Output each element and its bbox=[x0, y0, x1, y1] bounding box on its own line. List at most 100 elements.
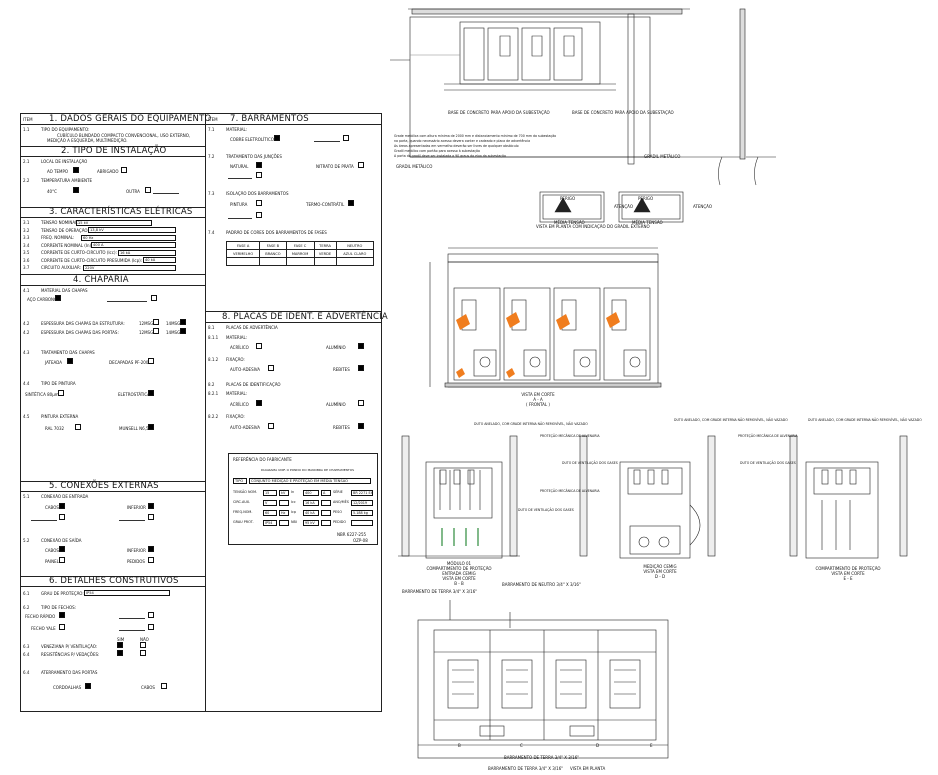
checkbox-cobre[interactable] bbox=[274, 135, 280, 141]
sign-text: ATENÇÃO bbox=[614, 204, 633, 209]
checkbox-isolacao-other[interactable] bbox=[256, 212, 262, 218]
plate-cell: 15 bbox=[263, 490, 277, 496]
checkbox-sintetica[interactable] bbox=[58, 390, 64, 396]
checkbox-natural[interactable] bbox=[256, 162, 262, 168]
checkbox-cordoalhas[interactable] bbox=[85, 683, 91, 689]
phase-color: VERDE bbox=[313, 249, 337, 258]
field-label: TRATAMENTO DAS JUNÇÕES bbox=[226, 154, 282, 159]
checkbox-cabos-aterramento[interactable] bbox=[161, 683, 167, 689]
view-label: COMPARTIMENTO DE PROTEÇÃO bbox=[815, 566, 881, 571]
checkbox-munsell[interactable] bbox=[148, 424, 154, 430]
checkbox-veneziana-nao[interactable] bbox=[140, 642, 146, 648]
checkbox-resistencias-sim[interactable] bbox=[117, 650, 123, 656]
checkbox-rebites-id[interactable] bbox=[358, 423, 364, 429]
checkbox-fecho-yale[interactable] bbox=[59, 624, 65, 630]
item-number: 3.4 bbox=[23, 242, 30, 248]
checkbox-inferior-entrada[interactable] bbox=[148, 503, 154, 509]
plate-cell: 60 bbox=[263, 510, 277, 516]
checkbox-resistencias-nao[interactable] bbox=[140, 650, 146, 656]
checkbox-inferior-saida[interactable] bbox=[148, 546, 154, 552]
checkbox-fecho-rapido[interactable] bbox=[59, 612, 65, 618]
option-label: AUTO-ADESIVA bbox=[230, 367, 261, 372]
checkbox-acrilico-id[interactable] bbox=[256, 400, 262, 406]
electrical-value-field[interactable]: 40 kA bbox=[143, 257, 176, 263]
note-line: A porta do gradil deve ser instalada a 9… bbox=[394, 154, 506, 158]
option-label: NITRATO DE PRATA bbox=[316, 164, 354, 169]
checkbox-ao-tempo[interactable] bbox=[73, 167, 79, 173]
checkbox-abrigado[interactable] bbox=[121, 167, 127, 173]
checkbox-other-entrada-2[interactable] bbox=[148, 514, 154, 520]
checkbox-termo-contratil[interactable] bbox=[348, 200, 354, 206]
electrical-value-field[interactable]: 15 kV bbox=[76, 219, 152, 226]
checkbox-cabos-saida[interactable] bbox=[59, 546, 65, 552]
grau-protecao-field[interactable]: IP54 bbox=[84, 590, 170, 596]
note-label: DUTO DE VENTILAÇÃO DOS GASES bbox=[562, 461, 618, 465]
checkbox-other-entrada[interactable] bbox=[59, 514, 65, 520]
plan-view-title: VISTA EM PLANTA bbox=[570, 766, 606, 771]
checkbox-nitrato[interactable] bbox=[358, 162, 364, 168]
identification-plate: REFERÊNCIA DO FABRICANTE DIAGRAMA UNIF. … bbox=[228, 453, 378, 545]
checkbox-eletrostatica[interactable] bbox=[148, 390, 154, 396]
checkbox-pintura[interactable] bbox=[256, 200, 262, 206]
checkbox-outra[interactable] bbox=[145, 187, 151, 193]
checkbox-aco-carbono[interactable] bbox=[55, 295, 61, 301]
checkbox-aluminio-adv[interactable] bbox=[358, 343, 364, 349]
option-label: REBITES bbox=[333, 425, 350, 430]
checkbox-juncoes-other[interactable] bbox=[256, 172, 262, 178]
option-label: ALUMÍNIO bbox=[326, 402, 346, 407]
warning-signs bbox=[539, 191, 684, 223]
item-number: 6.4 bbox=[23, 670, 30, 675]
phase-header: NEUTRO bbox=[335, 241, 374, 250]
section-4-title: 4. CHAPARIA bbox=[73, 275, 129, 285]
checkbox-14msg-portas[interactable] bbox=[180, 328, 186, 334]
checkbox-aluminio-id[interactable] bbox=[358, 400, 364, 406]
checkbox-pedidos[interactable] bbox=[148, 557, 154, 563]
checkbox-rebites-adv[interactable] bbox=[358, 365, 364, 371]
field-label: TIPO DE PINTURA bbox=[41, 381, 76, 386]
note-line: Gradil metálico com portão para acesso à… bbox=[394, 149, 480, 153]
checkbox-auto-adesiva-adv[interactable] bbox=[268, 365, 274, 371]
checkbox-painel[interactable] bbox=[59, 557, 65, 563]
phase-header: FASE A bbox=[225, 241, 261, 250]
checkbox-auto-adesiva-id[interactable] bbox=[268, 423, 274, 429]
item-number: 2.1 bbox=[23, 159, 30, 164]
electrical-value-field[interactable]: 13,8 kV bbox=[88, 227, 176, 233]
plate-tipo-label: TIPO bbox=[233, 478, 247, 484]
plate-cell: FREQ.NOM. bbox=[233, 510, 253, 514]
view-label: VISTA EM CORTE bbox=[643, 569, 677, 574]
checkbox-material-other[interactable] bbox=[343, 135, 349, 141]
checkbox-fecho-other[interactable] bbox=[148, 612, 154, 618]
field-label: GRAU DE PROTEÇÃO: bbox=[41, 591, 84, 596]
field-label: CORRENTE DE CURTO-CIRCUITO (Icc): bbox=[41, 250, 117, 255]
checkbox-cabos-entrada[interactable] bbox=[59, 503, 65, 509]
electrical-value-field[interactable]: 400 A bbox=[91, 242, 176, 248]
checkbox-12msg-portas[interactable] bbox=[153, 328, 159, 334]
field-label: ESPESSURA DAS CHAPAS DA ESTRUTURA: bbox=[41, 321, 125, 326]
field-label: FREQ. NOMINAL: bbox=[41, 235, 75, 240]
item-number: 4.4 bbox=[23, 381, 30, 386]
checkbox-other-material[interactable] bbox=[151, 295, 157, 301]
checkbox-fecho-other-2[interactable] bbox=[148, 624, 154, 630]
item-number: 8.1 bbox=[208, 325, 215, 330]
checkbox-jateada[interactable] bbox=[67, 358, 73, 364]
checkbox-decapadas[interactable] bbox=[148, 358, 154, 364]
electrical-value-field[interactable]: 60 Hz bbox=[81, 234, 176, 241]
plate-cell bbox=[321, 520, 331, 526]
phase-color: AZUL CLARO bbox=[335, 249, 374, 258]
option-label: SINTÉTICA 80µm bbox=[25, 392, 59, 397]
plate-subheader: DIAGRAMA UNIF. O PONDO DO MANOBRA DE CHA… bbox=[261, 468, 355, 472]
section-view-ee bbox=[789, 435, 908, 559]
checkbox-ral7032[interactable] bbox=[75, 424, 81, 430]
section-view-dd bbox=[579, 435, 716, 559]
view-label: MEDIÇÃO CEMIG bbox=[643, 564, 677, 569]
checkbox-acrilico-adv[interactable] bbox=[256, 343, 262, 349]
view-label: D - D bbox=[654, 574, 666, 579]
checkbox-40c[interactable] bbox=[73, 187, 79, 193]
checkbox-14msg-estrutura[interactable] bbox=[180, 319, 186, 325]
electrical-value-field[interactable]: 220V bbox=[83, 264, 176, 271]
option-label: PINTURA bbox=[230, 202, 248, 207]
checkbox-12msg-estrutura[interactable] bbox=[153, 319, 159, 325]
electrical-value-field[interactable]: 16 kA bbox=[118, 249, 176, 256]
option-label: ABRIGADO bbox=[97, 169, 119, 174]
checkbox-veneziana-sim[interactable] bbox=[117, 642, 123, 648]
